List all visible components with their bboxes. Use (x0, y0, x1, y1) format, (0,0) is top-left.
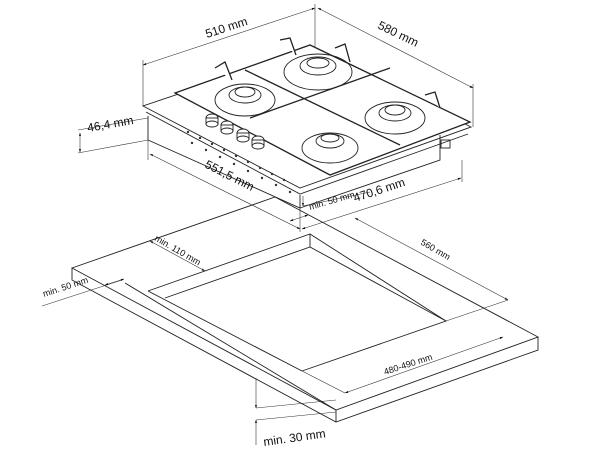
gas-hob-drawing (141, 37, 473, 209)
burner-icon (364, 101, 426, 135)
burner-icon (214, 83, 276, 117)
gas-connector-icon (440, 139, 451, 149)
width-label: 510 mm (204, 14, 250, 41)
worktop-cutout-drawing (70, 196, 540, 423)
hob-dimension-lines (77, 4, 474, 232)
min-worktop-thickness-label: min. 30 mm (262, 426, 326, 449)
min-back-distance-label: min. 110 mm (153, 233, 202, 267)
depth-label: 580 mm (376, 18, 421, 50)
min-back-clearance-label: min. 50 mm (308, 189, 356, 212)
cutout-dimension-lines (41, 214, 509, 445)
min-side-distance-label: min. 50 mm (42, 275, 90, 299)
height-label: 46,4 mm (86, 113, 134, 135)
body-depth-label: 470,6 mm (352, 175, 407, 205)
cutout-depth-label: 560 mm (419, 237, 452, 262)
burner-icon (301, 132, 359, 164)
control-knob-icon (205, 113, 265, 150)
